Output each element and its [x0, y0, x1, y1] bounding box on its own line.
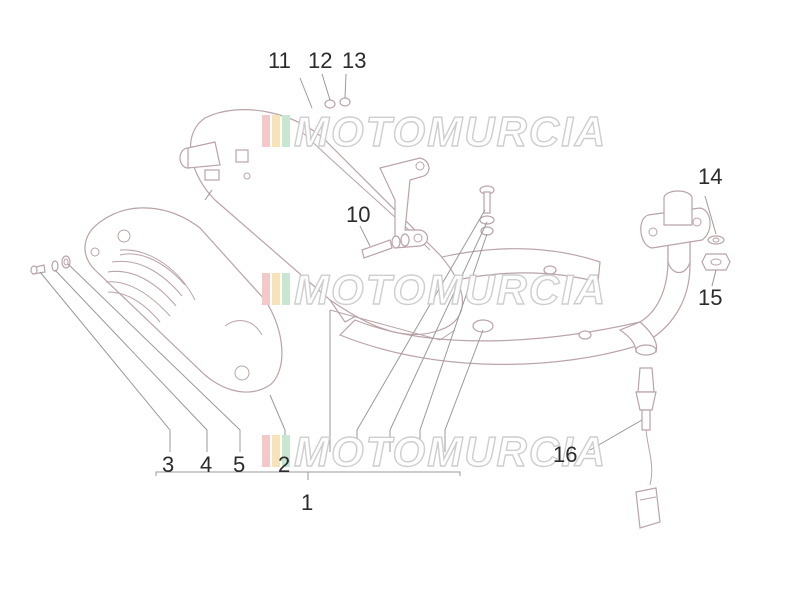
callout-15: 15 — [698, 285, 722, 310]
hardware-nut-15 — [701, 253, 731, 271]
heat-shield — [84, 207, 283, 393]
callout-2: 2 — [278, 452, 290, 477]
callout-5: 5 — [233, 452, 245, 477]
watermark-middle: MOTOMURCIA — [262, 265, 607, 314]
callout-1: 1 — [301, 490, 313, 515]
hardware-grommet-5 — [61, 255, 71, 269]
callout-4: 4 — [200, 452, 212, 477]
hardware-washer-4 — [51, 260, 59, 272]
callout-12: 12 — [308, 48, 332, 73]
callout-11: 11 — [268, 48, 291, 73]
leader-lines — [39, 73, 717, 480]
callout-10: 10 — [346, 202, 370, 227]
lambda-sensor — [635, 367, 661, 529]
callout-3: 3 — [162, 452, 174, 477]
callout-16: 16 — [553, 442, 577, 467]
svg-text:MOTOMURCIA: MOTOMURCIA — [294, 266, 607, 313]
callout-14: 14 — [698, 164, 722, 189]
svg-text:MOTOMURCIA: MOTOMURCIA — [294, 428, 607, 475]
hardware-washer-14 — [707, 235, 725, 245]
svg-text:MOTOMURCIA: MOTOMURCIA — [294, 108, 607, 155]
muffler-body — [179, 109, 463, 341]
hardware-nuts-12-13 — [324, 97, 351, 109]
callout-13: 13 — [342, 48, 366, 73]
hardware-bolt-stack — [479, 185, 495, 236]
watermark-bottom: MOTOMURCIA — [262, 427, 607, 476]
hardware-screw-3 — [30, 264, 46, 275]
watermark-top: MOTOMURCIA — [262, 107, 607, 156]
exhaust-pipe — [329, 190, 711, 365]
hardware-stud-10 — [361, 233, 410, 259]
